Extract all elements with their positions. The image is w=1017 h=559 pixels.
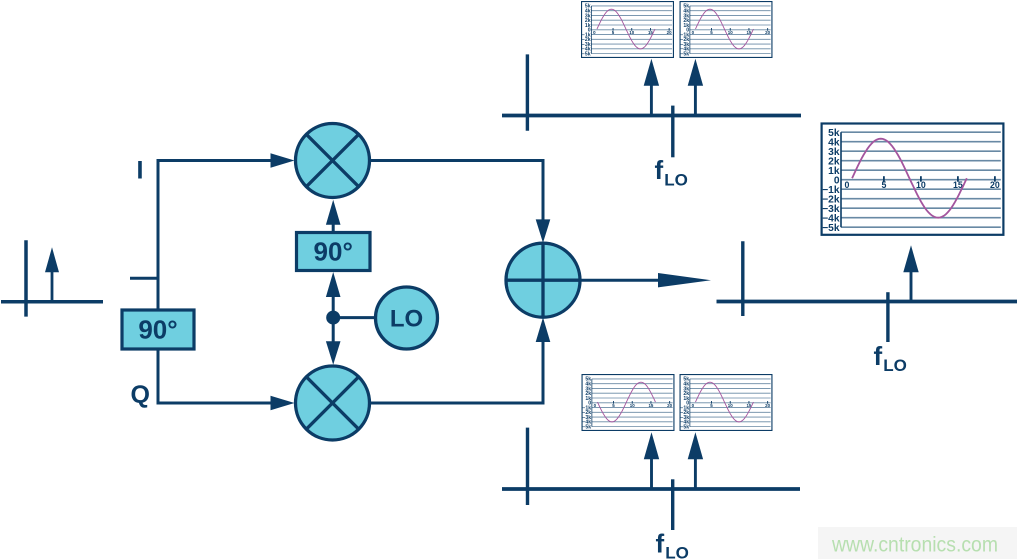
svg-text:www.cntronics.com: www.cntronics.com (831, 534, 998, 557)
svg-text:LO: LO (665, 544, 689, 559)
svg-text:I: I (137, 157, 144, 185)
svg-text:f: f (655, 155, 664, 185)
svg-text:LO: LO (883, 356, 907, 375)
svg-text:90°: 90° (138, 315, 177, 345)
svg-text:f: f (656, 528, 665, 558)
svg-text:LO: LO (664, 171, 688, 190)
svg-text:f: f (874, 341, 883, 371)
svg-text:Q: Q (131, 381, 150, 409)
svg-text:90°: 90° (314, 237, 353, 267)
svg-text:LO: LO (390, 306, 423, 333)
